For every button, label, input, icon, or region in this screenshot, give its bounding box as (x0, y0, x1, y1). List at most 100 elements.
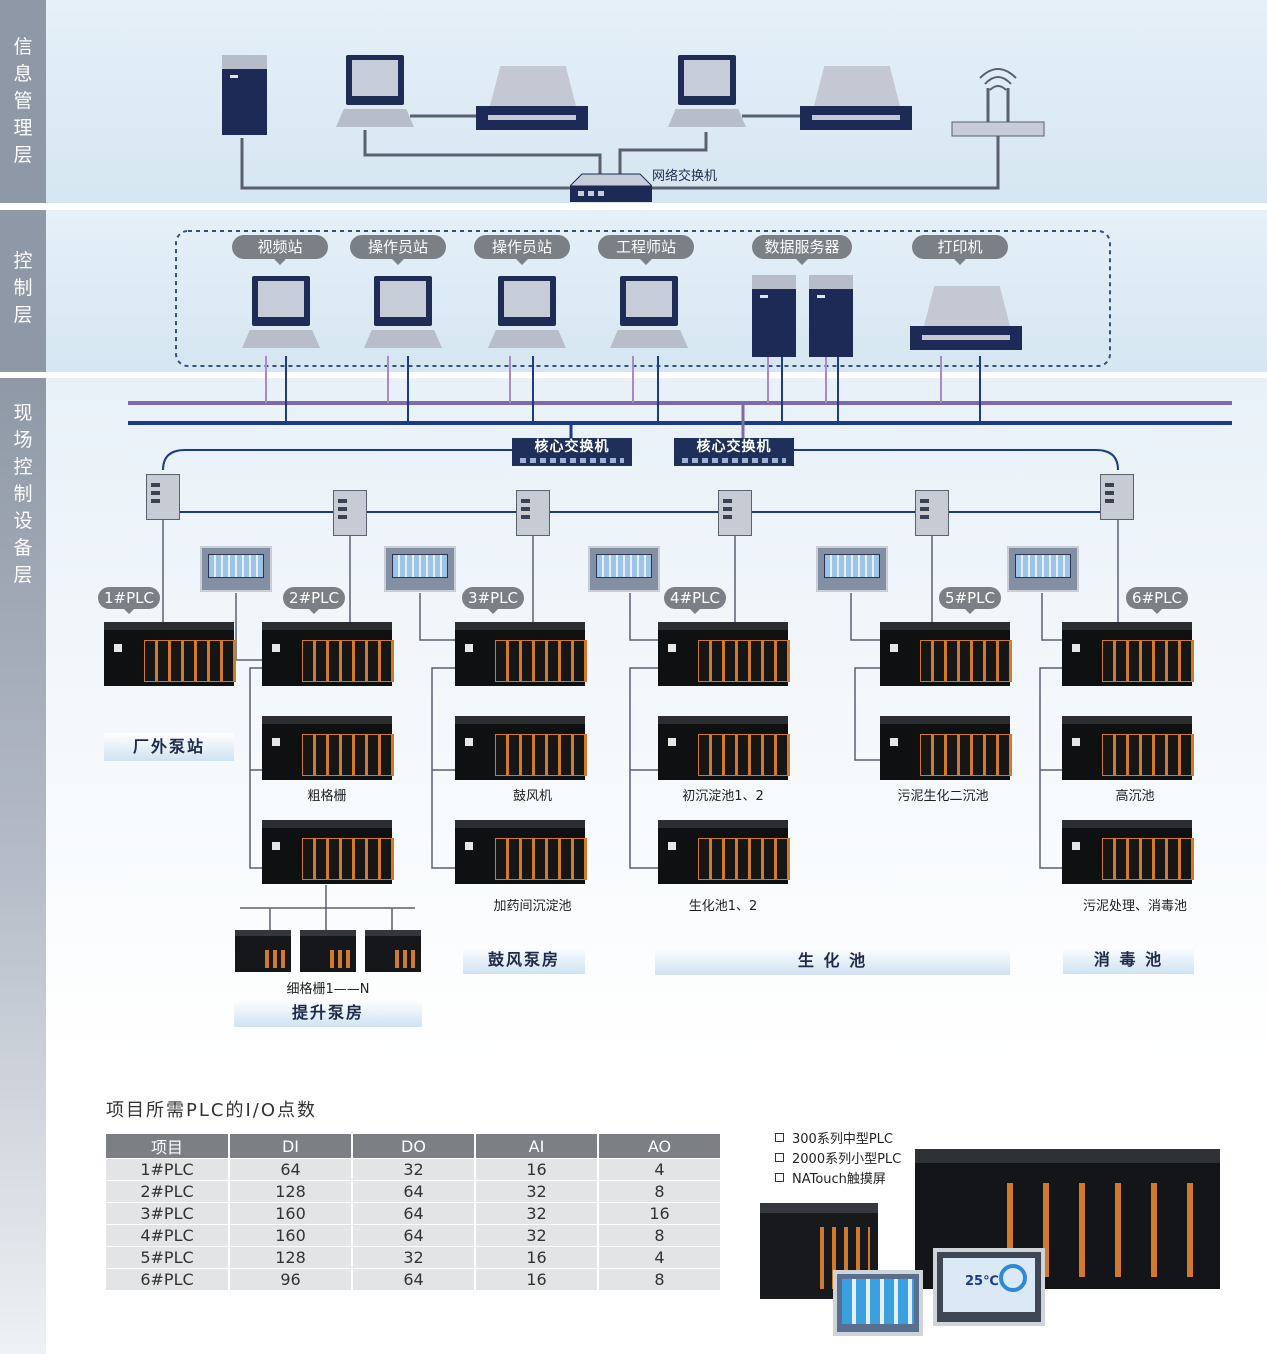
table-cell: 128 (230, 1246, 351, 1268)
computer-icon (364, 276, 444, 351)
product-item: 300系列中型PLC (775, 1128, 893, 1147)
table-cell: 6#PLC (106, 1268, 228, 1290)
area-label: 鼓风泵房 (463, 946, 585, 974)
table-cell: 64 (353, 1224, 474, 1246)
layer-char: 管 (13, 90, 33, 112)
device-caption: 初沉淀池1、2 (682, 789, 764, 804)
field-layer-label: 现 场 控 制 设 备 层 (0, 378, 46, 1354)
server-icon (809, 275, 853, 357)
field-switch-icon (516, 490, 550, 536)
plc-rack-icon (880, 622, 1012, 686)
table-cell: 8 (599, 1268, 720, 1290)
table-cell: 4 (599, 1246, 720, 1268)
computer-icon (668, 55, 748, 130)
table-cell: 160 (230, 1224, 351, 1246)
field-switch-icon (1100, 474, 1134, 520)
device-caption: 高沉池 (1115, 789, 1155, 804)
printer-icon (476, 66, 588, 132)
table-cell: 128 (230, 1180, 351, 1202)
table-cell: 2#PLC (106, 1180, 228, 1202)
hmi-touchscreen-icon (200, 546, 272, 592)
network-switch-icon (570, 173, 652, 202)
layer-char: 制 (13, 483, 33, 505)
layer-char: 现 (13, 402, 33, 424)
area-label: 提升泵房 (234, 999, 422, 1027)
layer-char: 制 (13, 277, 33, 299)
control-layer-label: 控 制 层 (0, 210, 46, 372)
plc-tag: 5#PLC (939, 587, 1001, 614)
hmi-touchscreen-icon (384, 546, 456, 592)
table-header: DO (353, 1134, 474, 1158)
table-cell: 16 (476, 1158, 597, 1180)
table-header: AO (599, 1134, 720, 1158)
plc-rack-icon (658, 820, 790, 884)
hmi-touchscreen-icon (816, 546, 888, 592)
station-tag: 数据服务器 (752, 235, 852, 265)
plc-rack-icon (658, 716, 790, 780)
computer-icon (610, 276, 690, 351)
table-cell: 64 (230, 1158, 351, 1180)
hmi-screen (842, 1279, 914, 1324)
layer-char: 层 (13, 304, 33, 326)
table-cell: 64 (353, 1202, 474, 1224)
gauge-icon (999, 1264, 1027, 1292)
plc-rack-icon (262, 820, 394, 884)
plc-rack-icon (455, 622, 587, 686)
field-switch-icon (333, 490, 367, 536)
server-icon (752, 275, 796, 357)
table-cell: 64 (353, 1268, 474, 1290)
table-cell: 32 (353, 1246, 474, 1268)
info-layer-band (0, 0, 1267, 203)
table-cell: 32 (353, 1158, 474, 1180)
layer-char: 场 (13, 429, 33, 451)
table-cell: 4#PLC (106, 1224, 228, 1246)
plc-rack-icon (262, 716, 394, 780)
network-switch-label: 网络交换机 (652, 169, 718, 184)
plc-rack-icon (1062, 716, 1194, 780)
plc-tag: 1#PLC (98, 587, 160, 614)
core-switch-label: 核心交换机 (696, 439, 772, 455)
layer-char: 层 (13, 564, 33, 586)
table-cell: 3#PLC (106, 1202, 228, 1224)
layer-char: 信 (13, 36, 33, 58)
product-item: 2000系列小型PLC (775, 1148, 901, 1167)
station-tag: 打印机 (912, 235, 1008, 265)
plc-tag: 4#PLC (664, 587, 726, 614)
product-item: NATouch触摸屏 (775, 1168, 886, 1187)
table-cell: 64 (353, 1180, 474, 1202)
field-switch-icon (718, 490, 752, 536)
plc-tag: 6#PLC (1126, 587, 1188, 614)
hmi-touchscreen-icon (588, 546, 660, 592)
station-tag: 操作员站 (350, 235, 446, 265)
table-header: 项目 (106, 1134, 228, 1158)
device-caption: 生化池1、2 (688, 899, 758, 914)
device-caption: 粗格栅 (307, 789, 347, 804)
station-tag: 视频站 (232, 235, 328, 265)
layer-char: 息 (13, 63, 33, 85)
hmi-screen: 25℃ (943, 1258, 1035, 1312)
device-caption: 污泥生化二沉池 (897, 789, 989, 804)
layer-char: 备 (13, 537, 33, 559)
printer-icon (910, 286, 1022, 352)
small-plc-icon (235, 930, 291, 972)
core-switch: 核心交换机 (512, 438, 632, 466)
table-header-row: 项目 DI DO AI AO (106, 1134, 720, 1158)
plc-rack-icon (658, 622, 790, 686)
area-label: 生 化 池 (655, 947, 1010, 975)
hmi-touchscreen-icon (1007, 546, 1079, 592)
plc-rack-icon (1062, 622, 1194, 686)
layer-char: 控 (13, 456, 33, 478)
plc-rack-icon (1062, 820, 1194, 884)
table-header: DI (230, 1134, 351, 1158)
plc-rack-icon (455, 716, 587, 780)
computer-icon (488, 276, 568, 351)
plc-rack-icon (880, 716, 1012, 780)
table-cell: 32 (476, 1202, 597, 1224)
core-switch: 核心交换机 (674, 438, 794, 466)
plc-rack-icon (262, 622, 394, 686)
